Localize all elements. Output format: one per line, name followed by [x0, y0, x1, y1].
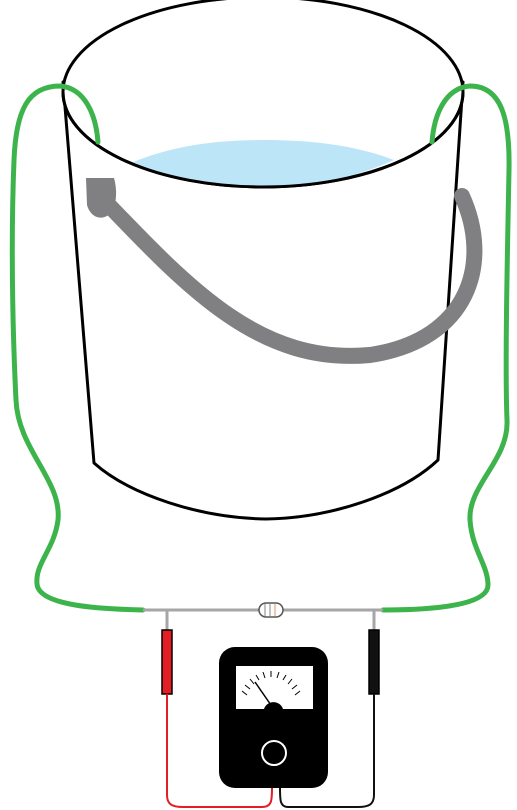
galvanometer-icon [219, 647, 328, 788]
meter-needle [254, 681, 274, 709]
green-wire [9, 83, 512, 613]
bucket [61, 0, 465, 521]
meter-knob [261, 740, 287, 766]
red-test-probe-icon [161, 629, 273, 808]
bucket-body [61, 80, 465, 521]
black-test-probe-icon [279, 629, 380, 808]
resistor-icon [258, 602, 284, 618]
meter-pivot [268, 704, 278, 714]
water-surface [133, 140, 394, 187]
meter-scale-ticks [241, 671, 301, 696]
handle-mount-left [86, 178, 117, 218]
green-wire-right [380, 83, 512, 613]
green-wire-left [9, 83, 146, 613]
handle-arc [92, 188, 483, 364]
black-lead [279, 694, 375, 808]
bucket-handle [86, 178, 483, 364]
red-lead [166, 694, 273, 808]
bucket-rim-front [61, 91, 465, 189]
meter-dial [236, 666, 313, 709]
